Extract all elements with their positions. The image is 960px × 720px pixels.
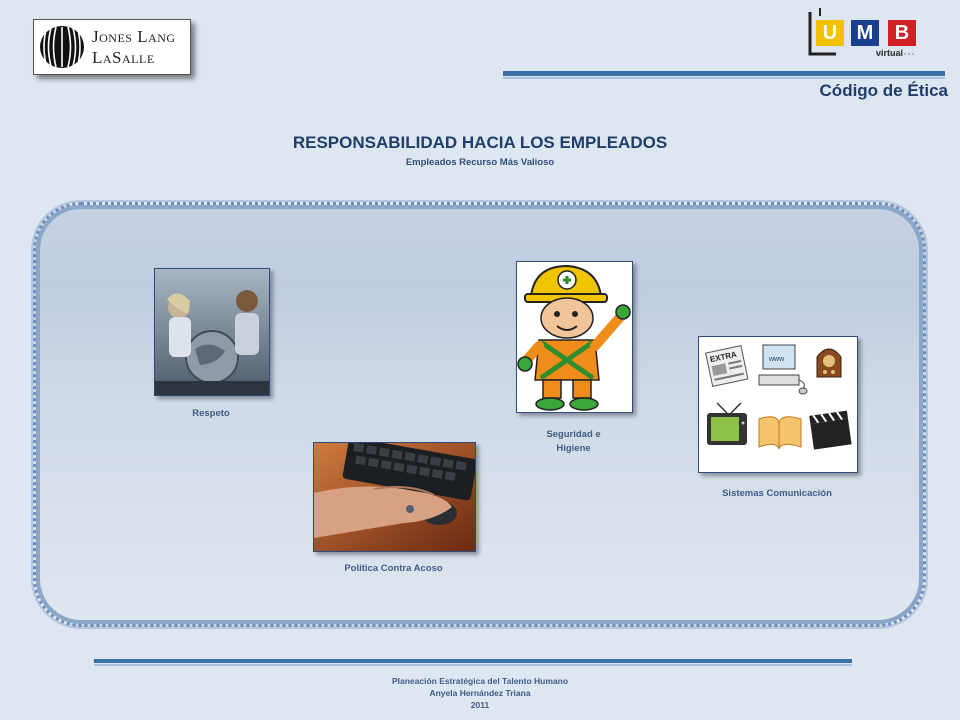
header-rule-light — [503, 77, 945, 79]
politica-caption: Política Contra Acoso — [344, 563, 443, 574]
respeto-image — [154, 268, 270, 396]
logo-text-line1: Jones Lang — [92, 27, 176, 46]
seguridad-caption-line1: Seguridad e — [546, 429, 601, 440]
seguridad-caption-line2: Higiene — [556, 443, 591, 454]
umb-frame-icon — [808, 8, 914, 56]
umb-letter-m: M — [851, 20, 879, 46]
svg-text:www: www — [768, 356, 785, 363]
umb-letter-b: B — [888, 20, 916, 46]
safety-worker-cartoon-icon — [517, 262, 632, 412]
section-title: Código de Ética — [819, 81, 948, 100]
media-icons-collage-icon: EXTRA www — [699, 337, 857, 472]
umb-letter-u: U — [816, 20, 844, 46]
jones-lang-lasalle-logo: Jones Lang LaSalle — [33, 19, 191, 75]
respeto-caption: Respeto — [192, 408, 230, 419]
umb-virtual-logo: U M B virtual — [806, 8, 918, 60]
seguridad-image — [516, 261, 633, 413]
children-globe-photo-icon — [155, 269, 269, 395]
sistemas-caption: Sistemas Comunicación — [722, 488, 832, 499]
footer-author: Anyela Hernández Triana — [429, 688, 531, 698]
seguridad-caption: Seguridad e Higiene — [516, 428, 631, 456]
logo-text-line2: LaSalle — [92, 48, 155, 67]
page-title: RESPONSABILIDAD HACIA LOS EMPLEADOS — [292, 133, 668, 152]
footer-rule — [94, 659, 852, 663]
header-rule — [503, 71, 945, 76]
footer-rule-light — [94, 664, 852, 666]
sistemas-image: EXTRA www — [698, 336, 858, 473]
footer-year: 2011 — [470, 700, 490, 710]
hand-keyboard-photo-icon — [314, 443, 475, 551]
umb-virtual-text: virtual — [876, 48, 904, 58]
page-subtitle: Empleados Recurso Más Valioso — [405, 157, 555, 168]
jll-emblem-icon — [40, 26, 84, 68]
footer-course: Planeación Estratégica del Talento Human… — [391, 676, 569, 686]
politica-image — [313, 442, 476, 552]
